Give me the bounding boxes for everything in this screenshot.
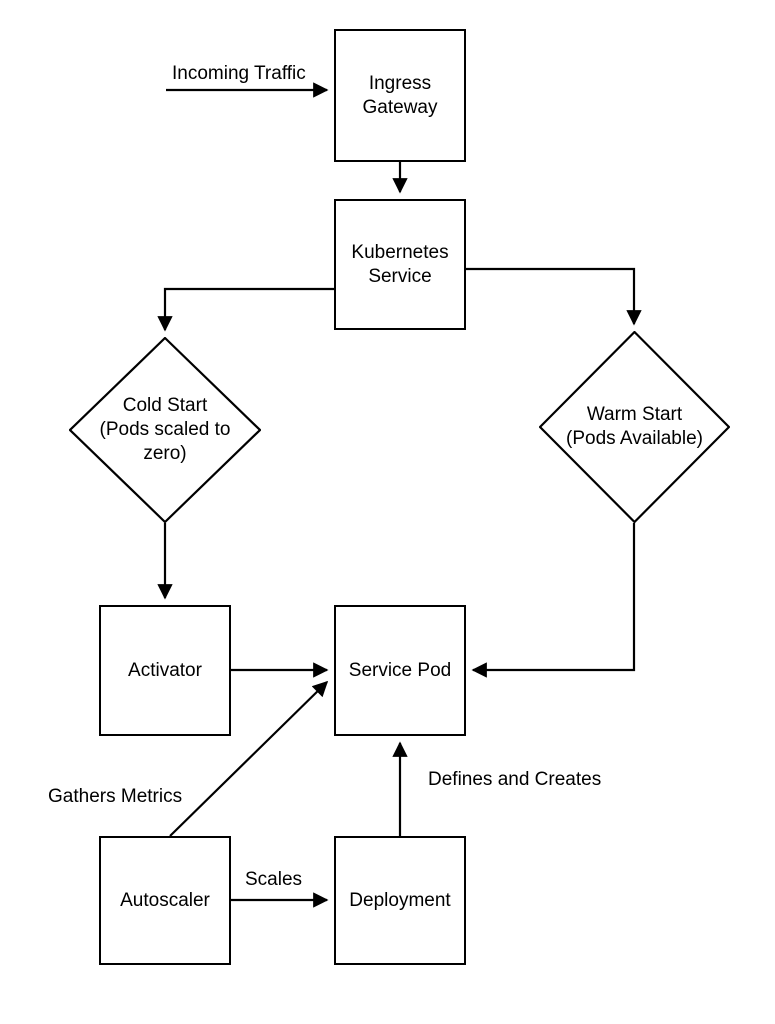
- node-deployment[interactable]: Deployment: [334, 836, 466, 965]
- node-kubernetes-service[interactable]: Kubernetes Service: [334, 199, 466, 330]
- node-service-pod-label: Service Pod: [348, 659, 452, 681]
- node-cold-start[interactable]: Cold Start (Pods scaled to zero): [69, 337, 261, 523]
- node-autoscaler-label: Autoscaler: [120, 889, 210, 911]
- node-warm-start[interactable]: Warm Start (Pods Available): [539, 331, 730, 523]
- node-cold-start-label: Cold Start (Pods scaled to zero): [99, 395, 231, 464]
- node-ingress-gateway[interactable]: Ingress Gateway: [334, 29, 466, 162]
- edge-label-scales: Scales: [245, 869, 303, 890]
- edge-service-to-cold-start: [157, 287, 334, 332]
- node-service-pod[interactable]: Service Pod: [334, 605, 466, 736]
- edge-warm-start-to-service-pod: [471, 523, 636, 678]
- edge-autoscaler-to-service-pod: [169, 680, 329, 837]
- edge-label-incoming-traffic: Incoming Traffic: [172, 63, 306, 84]
- edge-label-defines-and-creates: Defines and Creates: [428, 769, 602, 790]
- node-activator-label: Activator: [128, 659, 202, 681]
- edge-label-gathers-metrics: Gathers Metrics: [48, 786, 183, 807]
- node-ingress-gateway-label: Ingress Gateway: [362, 72, 438, 118]
- edge-service-to-warm-start: [466, 267, 642, 326]
- node-warm-start-label: Warm Start (Pods Available): [566, 404, 703, 449]
- node-kubernetes-service-label: Kubernetes Service: [351, 241, 449, 287]
- cold-start-diamond-shape: [69, 337, 261, 523]
- node-autoscaler[interactable]: Autoscaler: [99, 836, 231, 965]
- node-activator[interactable]: Activator: [99, 605, 231, 736]
- node-deployment-label: Deployment: [349, 889, 451, 911]
- warm-start-diamond-shape: [539, 331, 730, 523]
